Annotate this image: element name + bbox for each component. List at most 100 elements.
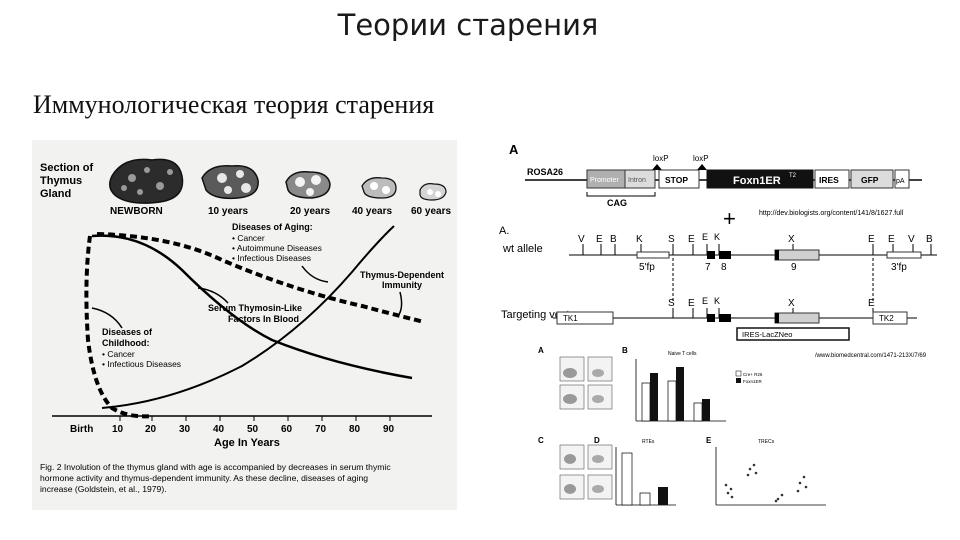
wt-site-2: E [596, 234, 603, 245]
segment-label-promoter: Promoter [590, 177, 619, 184]
panel-c: C [538, 436, 544, 445]
loxp-triangle-2 [697, 164, 707, 170]
x-tick-90: 90 [383, 424, 395, 435]
segment-ires [814, 169, 850, 189]
section-label-3: Gland [40, 188, 71, 200]
panel-letter-mid: A. [499, 225, 509, 237]
tv-exon-7 [707, 314, 715, 322]
wt-marker-3fp: 3'fp [891, 262, 907, 273]
loxp-triangle-1 [652, 164, 662, 170]
thymus-section-10-years [201, 165, 259, 200]
tv-site-ticks [672, 308, 874, 318]
experiment-panels-figure: A B Naive T cells Cre+ R26 Foxn1ER C D R… [538, 346, 826, 506]
tv-site-5: X [788, 298, 795, 309]
tv-exon-9-start [775, 313, 779, 323]
wt-site-8: K [714, 232, 720, 242]
wt-site-4: K [636, 234, 643, 245]
immunity-curve [96, 232, 425, 324]
arrow-thymosin [197, 287, 229, 304]
loxp-label-1: loxP [653, 154, 669, 163]
tv-box-tk2 [872, 311, 908, 325]
cag-bracket [586, 192, 656, 197]
caption-line-3: increase (Goldstein, et al., 1979). [40, 484, 167, 494]
panel-c-flow-plots [559, 444, 613, 500]
thymosin-curve [91, 234, 413, 380]
stage-newborn: NEWBORN [110, 206, 163, 217]
childhood-title-1: Diseases of [102, 327, 153, 337]
slide-subtitle: Иммунологическая теория старения [33, 90, 435, 119]
rosa-label: ROSA26 [527, 167, 563, 177]
segment-pa [894, 169, 910, 189]
wt-marker-9: 9 [791, 262, 797, 273]
tv-site-4: K [714, 296, 720, 306]
wt-3fp-box [886, 251, 922, 259]
stage-20-years: 20 years [290, 206, 330, 217]
wt-site-5: S [668, 234, 675, 245]
thymus-section-newborn [109, 158, 184, 204]
x-axis-label: Age In Years [214, 437, 280, 449]
homology-dashed-lines [672, 258, 874, 302]
x-tick-10: 10 [112, 424, 124, 435]
panel-e-title: TRECs [758, 439, 775, 445]
thymus-section-40-years [361, 177, 397, 199]
segment-label-pa: pA [896, 178, 905, 185]
x-tick-70: 70 [315, 424, 327, 435]
panel-a: A [538, 346, 544, 355]
immunity-label-1: Thymus-Dependent [360, 270, 444, 280]
aging-diseases-curve [101, 225, 395, 409]
tv-box-tk1 [556, 311, 614, 325]
segment-foxn1er [706, 169, 814, 189]
panel-d-bars [615, 447, 676, 506]
section-label-1: Section of [40, 162, 94, 174]
tv-site-6: E [868, 298, 875, 309]
x-tick-20: 20 [145, 424, 157, 435]
tv-site-3: E [702, 296, 708, 306]
aging-item-1: • Cancer [232, 233, 265, 243]
panel-d: D [594, 436, 600, 445]
loxp-label-2: loxP [693, 154, 709, 163]
panel-e: E [706, 436, 712, 445]
panel-letter-top: A [509, 142, 519, 157]
stage-60-years: 60 years [411, 206, 451, 217]
wt-site-12: V [908, 234, 915, 245]
immunity-label-2: Immunity [382, 280, 422, 290]
section-label-2: Thymus [40, 175, 82, 187]
childhood-item-1: • Cancer [102, 349, 135, 359]
panel-b: B [622, 346, 628, 355]
thymus-section-20-years [285, 170, 331, 199]
arrow-childhood [91, 307, 123, 329]
wt-exon-7 [707, 251, 715, 259]
panel-b-bars [635, 359, 726, 422]
tv-exon-8 [719, 314, 731, 322]
x-tick-40: 40 [213, 424, 225, 435]
tv-exon-9 [774, 312, 820, 324]
wt-site-1: V [578, 234, 585, 245]
stage-40-years: 40 years [352, 206, 392, 217]
wt-allele-label: wt allele [502, 243, 543, 255]
wt-exon-9 [774, 249, 820, 261]
x-tick-80: 80 [349, 424, 361, 435]
segment-intron [624, 169, 656, 189]
x-tick-60: 60 [281, 424, 293, 435]
x-tick-50: 50 [247, 424, 259, 435]
panel-b-title: Naive T cells [668, 351, 697, 357]
segment-label-foxn1er: Foxn1ER [733, 175, 781, 187]
tv-label-tk2: TK2 [879, 314, 894, 323]
segment-stop [658, 169, 700, 189]
url-top: http://dev.biologists.org/content/141/8/… [759, 210, 904, 217]
slide-title: Теории старения [337, 8, 599, 42]
wt-5fp-box [636, 251, 670, 259]
wt-marker-8: 8 [721, 262, 727, 273]
childhood-item-2: • Infectious Diseases [102, 359, 181, 369]
caption-line-1: Fig. 2 Involution of the thymus gland wi… [40, 462, 391, 472]
x-tick-birth: Birth [70, 424, 93, 435]
panel-b-legend [735, 370, 742, 383]
arrow-immunity [397, 291, 403, 317]
wt-exon-8 [719, 251, 731, 259]
wt-marker-7: 7 [705, 262, 711, 273]
wt-site-3: B [610, 234, 617, 245]
wt-site-6: E [688, 234, 695, 245]
tv-site-1: S [668, 298, 675, 309]
segment-label-gfp: GFP [861, 175, 879, 185]
tv-label-tk1: TK1 [563, 314, 578, 323]
